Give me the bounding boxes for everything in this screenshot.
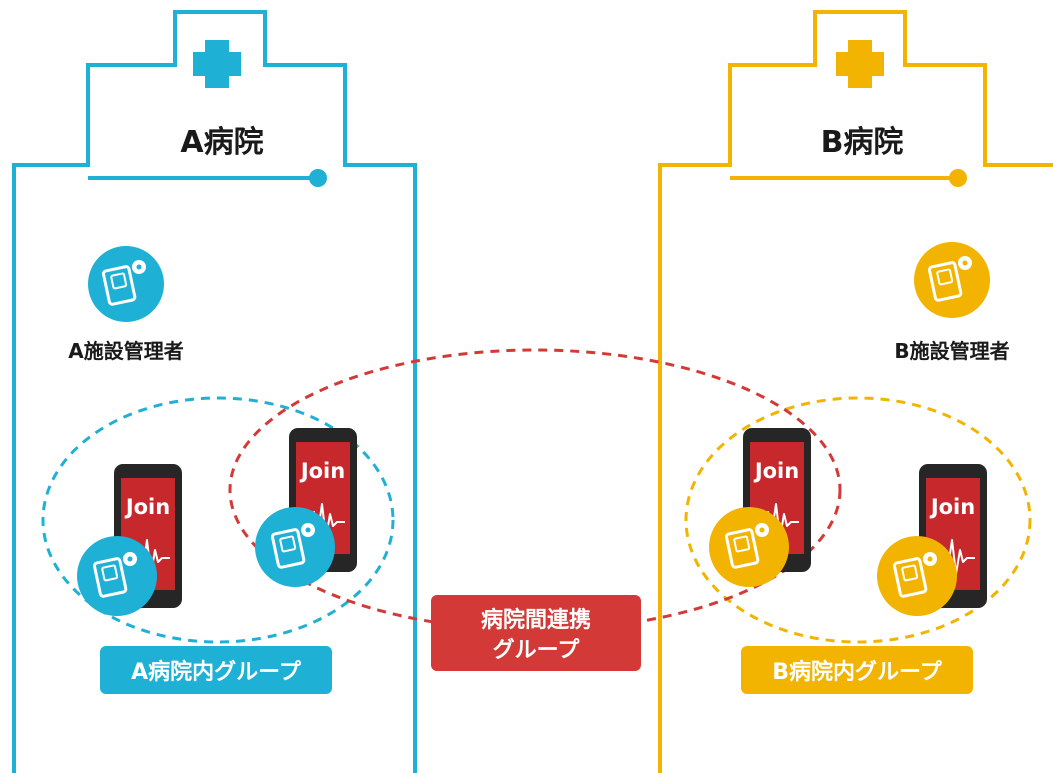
tablet-icon (709, 507, 789, 587)
inter-hospital-group-badge: 病院間連携 グループ (431, 595, 641, 671)
hospital-a-group-ring (41, 396, 395, 644)
tablet-icon (77, 536, 157, 616)
tablet-icon (877, 536, 957, 616)
hospital-b-group-badge: B病院内グループ (741, 646, 973, 694)
hospital-a-admin: A施設管理者 (68, 246, 184, 363)
tablet-icon (914, 242, 990, 318)
hospital-b-building: B病院 (658, 10, 1053, 773)
plus-icon (836, 40, 884, 88)
hospital-b-group-label: B病院内グループ (772, 659, 942, 685)
hospital-b-title: B病院 (821, 125, 904, 160)
inter-hospital-group-line1: 病院間連携 (481, 607, 591, 633)
phone-join-label: Join (124, 495, 170, 519)
hospital-b-admin: B施設管理者 (894, 242, 1010, 363)
inter-hospital-group-line2: グループ (493, 637, 581, 663)
inter-hospital-group-ring (228, 348, 842, 632)
phone-b2: Join (918, 463, 988, 609)
hospital-a-group-badge: A病院内グループ (100, 646, 332, 694)
plus-icon (193, 40, 241, 88)
tablet-icon (88, 246, 164, 322)
hospital-b-admin-label: B施設管理者 (894, 339, 1009, 363)
phone-a2: Join (288, 427, 358, 573)
phone-a1: Join (113, 463, 183, 609)
tablet-icon (255, 507, 335, 587)
phone-join-label: Join (753, 459, 799, 483)
hospital-a-admin-label: A施設管理者 (68, 339, 183, 363)
hospital-a-title: A病院 (180, 125, 263, 160)
phone-join-label: Join (929, 495, 975, 519)
phone-join-label: Join (299, 459, 345, 483)
hospital-b-group-ring (684, 396, 1032, 644)
hospital-a-group-label: A病院内グループ (131, 659, 302, 685)
hospital-a-building: A病院 (12, 10, 417, 773)
phone-b1: Join (742, 427, 812, 573)
